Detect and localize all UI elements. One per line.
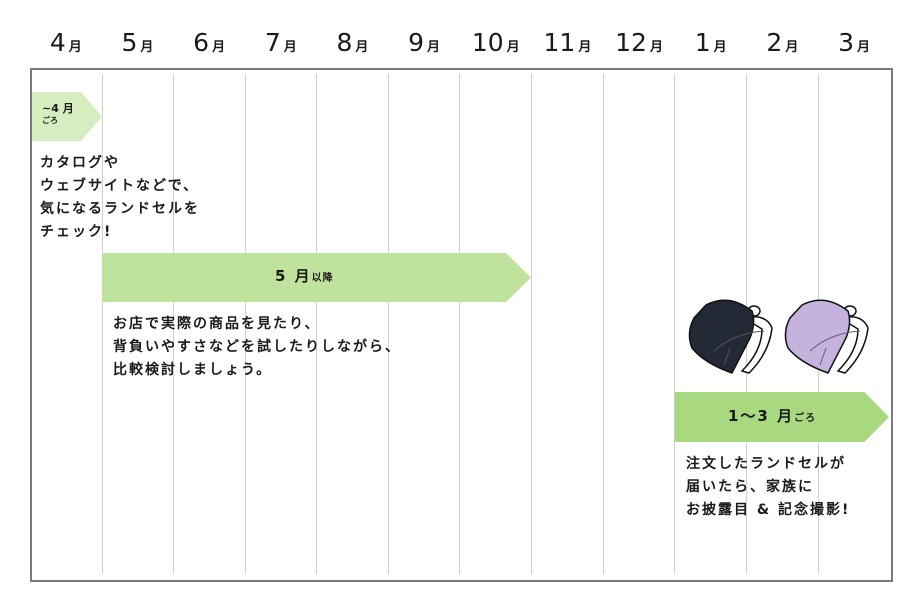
grid-line xyxy=(531,74,532,574)
phase-arrow-may-onward xyxy=(102,253,531,302)
phase-arrow-jan-mar xyxy=(675,392,889,442)
phase-label-may-onward: 5 月以降 xyxy=(275,267,334,285)
grid-line xyxy=(388,74,389,574)
phase-label-jan-mar: 1～3 月ごろ xyxy=(728,407,817,425)
grid-line xyxy=(316,74,317,574)
phase-label-april: ~4 月 ごろ xyxy=(42,102,74,126)
grid-line xyxy=(603,74,604,574)
grid-line xyxy=(173,74,174,574)
grid-line xyxy=(245,74,246,574)
grid-line xyxy=(674,74,675,574)
phase-description-april: カタログや ウェブサイトなどで、 気になるランドセルを チェック! xyxy=(40,155,200,240)
grid-line xyxy=(459,74,460,574)
grid-line xyxy=(102,74,103,574)
phase-description-jan-mar: 注文したランドセルが 届いたら、家族に お披露目 & 記念撮影! xyxy=(686,456,851,518)
timeline-frame xyxy=(30,68,893,582)
phase-description-may-onward: お店で実際の商品を見たり、 背負いやすさなどを試したりしながら、 比較検討しまし… xyxy=(113,316,401,378)
randoseru-navy-icon xyxy=(688,299,773,374)
randoseru-lavender-icon xyxy=(784,299,869,374)
